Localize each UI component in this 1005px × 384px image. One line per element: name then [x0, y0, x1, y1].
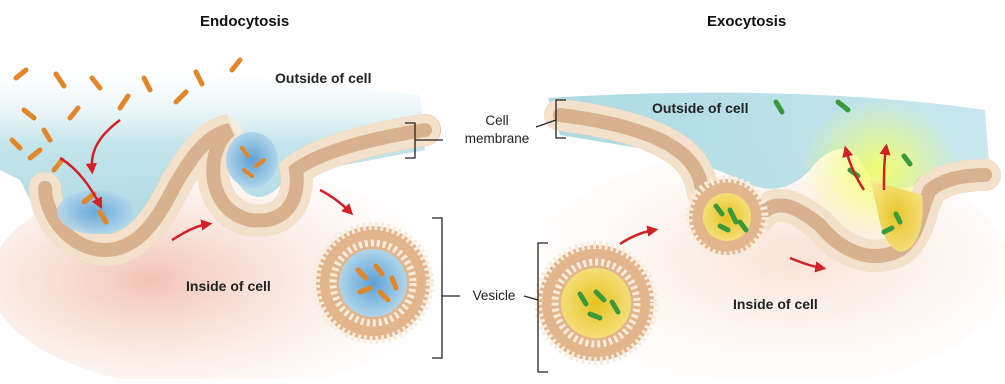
vesicle-left-lumen — [339, 249, 407, 317]
outside-of-cell-right-label: Outside of cell — [652, 100, 748, 116]
inside-of-cell-left-label: Inside of cell — [186, 278, 271, 294]
endocytosis-panel — [0, 59, 460, 379]
inside-of-cell-right-label: Inside of cell — [733, 296, 818, 312]
cell-membrane-label: Cell membrane — [452, 112, 542, 148]
cell-membrane-label-line1: Cell — [452, 112, 542, 130]
vesicle-label: Vesicle — [464, 287, 524, 305]
outside-of-cell-left-label: Outside of cell — [275, 70, 371, 86]
exocytosis-panel — [524, 93, 1005, 379]
cell-membrane-label-line2: membrane — [452, 130, 542, 148]
vesicle-right-lumen — [561, 268, 631, 338]
endocytosis-title: Endocytosis — [200, 13, 289, 30]
pinching-vesicle-left — [226, 132, 278, 188]
exocytosis-title: Exocytosis — [707, 13, 786, 30]
